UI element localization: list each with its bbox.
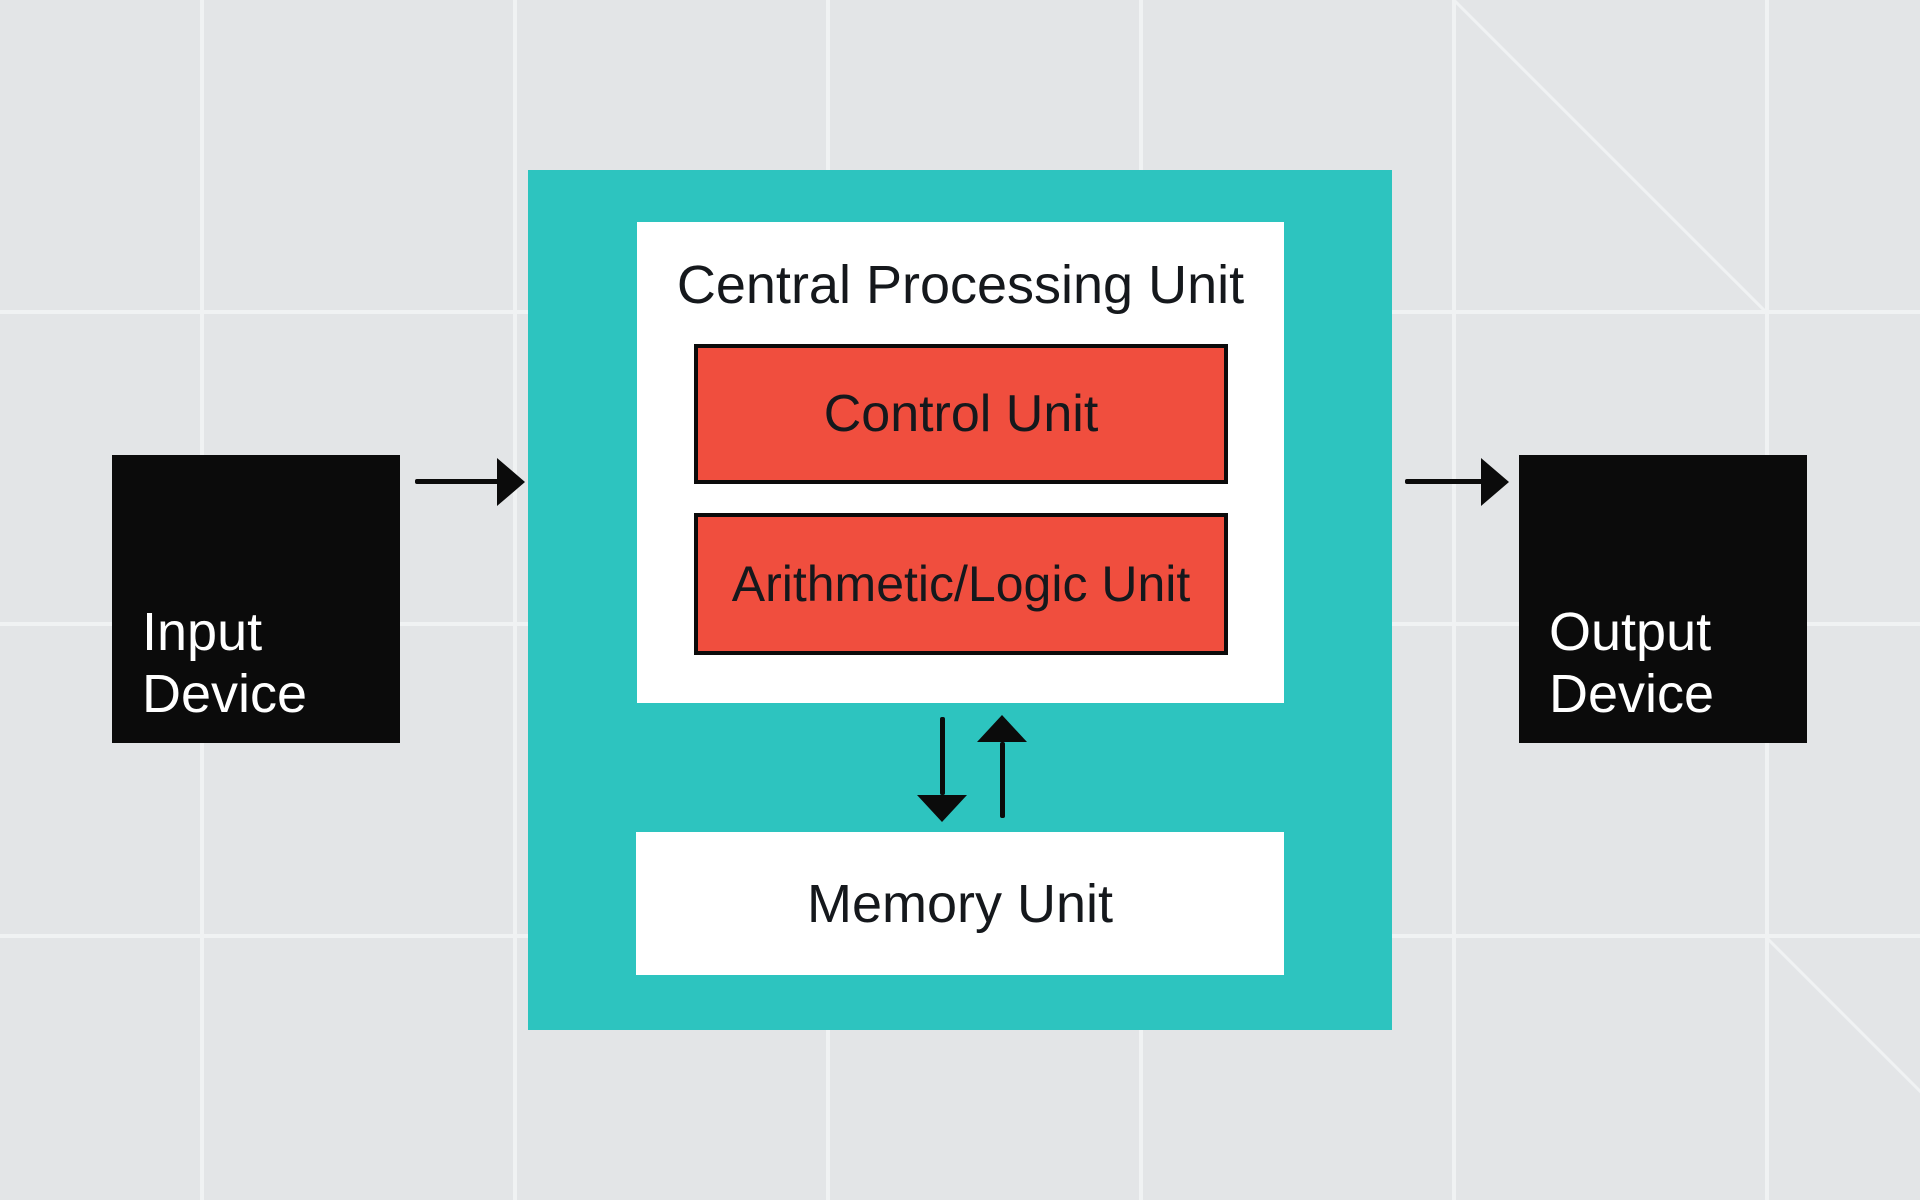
memory-unit-box: Memory Unit: [636, 832, 1284, 975]
input-device-line2: Device: [142, 664, 308, 724]
alu-box: Arithmetic/Logic Unit: [694, 513, 1228, 655]
arrow-right-icon: [415, 479, 499, 484]
grid-line-vertical: [1452, 0, 1456, 1200]
arrow-up-icon: [1000, 742, 1005, 818]
diagonal-line: [1764, 936, 1920, 1200]
diagonal-line: [1453, 0, 1769, 315]
arrow-right-icon: [497, 458, 525, 506]
cpu-title: Central Processing Unit: [676, 255, 1245, 315]
memory-unit-label: Memory Unit: [806, 873, 1114, 934]
output-device-line1: Output: [1549, 602, 1712, 662]
grid-line-vertical: [513, 0, 517, 1200]
arrow-right-icon: [1481, 458, 1509, 506]
output-device-box: Output Device: [1519, 455, 1807, 743]
alu-label: Arithmetic/Logic Unit: [731, 556, 1191, 612]
arrow-down-icon: [917, 795, 967, 822]
arrow-right-icon: [1405, 479, 1483, 484]
output-device-label: Output Device: [1549, 601, 1714, 725]
input-device-box: Input Device: [112, 455, 400, 743]
control-unit-label: Control Unit: [823, 385, 1099, 443]
input-device-label: Input Device: [142, 601, 307, 725]
control-unit-box: Control Unit: [694, 344, 1228, 484]
input-device-line1: Input: [142, 602, 263, 662]
cpu-container: Central Processing Unit Control Unit Ari…: [528, 170, 1392, 1030]
arrow-up-icon: [977, 715, 1027, 742]
arrow-down-icon: [940, 717, 945, 795]
output-device-line2: Device: [1549, 664, 1715, 724]
cpu-panel: Central Processing Unit Control Unit Ari…: [637, 222, 1284, 703]
